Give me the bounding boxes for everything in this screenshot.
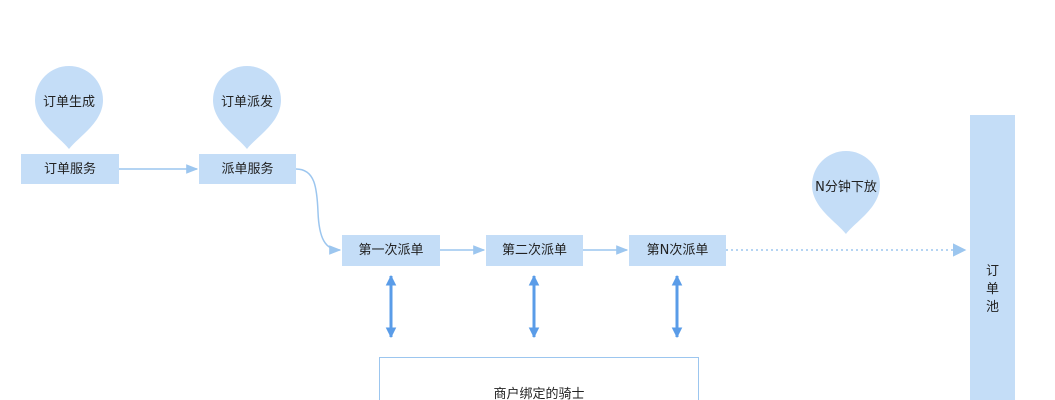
order-pool-label: 订 单 池 (985, 264, 999, 315)
merchant-rider-label: 商户绑定的骑士 (493, 387, 585, 400)
merchant-rider-node: 商户绑定的骑士 (379, 357, 699, 400)
dispatch-service-node: 派单服务 (199, 154, 296, 184)
map-pin-icon (213, 66, 281, 149)
order-pool-node: 订 单 池 (970, 115, 1015, 400)
arrow-dispatch-service-to-first-dispatch (295, 168, 342, 255)
second-dispatch-node: 第二次派单 (486, 235, 583, 266)
map-pin-icon (812, 151, 880, 234)
order-dispatch-pin: 订单派发 (207, 61, 287, 161)
map-pin-icon (35, 66, 103, 149)
order-service-node: 订单服务 (21, 154, 119, 184)
n-dispatch-node: 第N次派单 (629, 235, 726, 266)
order-dispatch-label: 订单派发 (220, 95, 273, 110)
n-minutes-release-label: N分钟下放 (815, 180, 877, 195)
n-minutes-release-pin: N分钟下放 (806, 146, 886, 246)
first-dispatch-node: 第一次派单 (342, 235, 440, 266)
order-created-label: 订单生成 (42, 95, 95, 110)
order-created-pin: 订单生成 (29, 61, 109, 161)
